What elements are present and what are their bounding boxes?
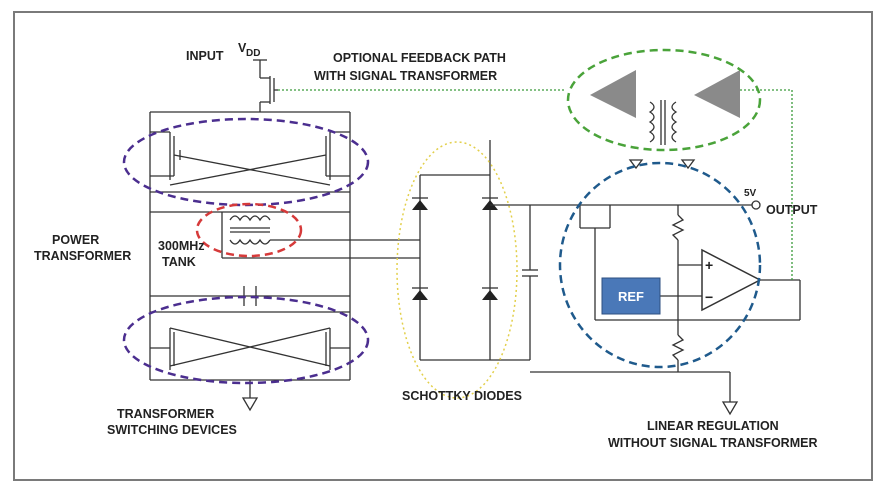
tank-highlight — [195, 202, 303, 258]
feedback-label-line1: OPTIONAL FEEDBACK PATH — [333, 51, 506, 65]
power-transformer-label-line2: TRANSFORMER — [34, 249, 131, 263]
lower-switch-highlight — [122, 295, 370, 385]
left-buffer-icon — [590, 70, 636, 118]
ground-icon — [241, 397, 259, 412]
linear-label-line1: LINEAR REGULATION — [647, 419, 779, 433]
linear-label-line2: WITHOUT SIGNAL TRANSFORMER — [608, 436, 817, 450]
opamp-icon — [701, 248, 762, 312]
input-switch — [253, 59, 278, 112]
schottky-highlight — [396, 141, 518, 399]
feedback-label-line2: WITH SIGNAL TRANSFORMER — [314, 69, 497, 83]
opamp-minus: − — [705, 289, 713, 305]
power-transformer — [221, 212, 420, 259]
feedback-path — [740, 89, 793, 280]
power-transformer-label-line1: POWER — [52, 233, 99, 247]
switching-label-line1: TRANSFORMER — [117, 407, 214, 421]
regulator-highlight — [558, 161, 762, 369]
right-buffer-icon — [694, 70, 740, 118]
resistor-icon — [671, 334, 685, 361]
signal-transformer-highlight — [566, 48, 762, 152]
diode-icon — [482, 290, 498, 300]
output-label: OUTPUT — [766, 203, 818, 217]
lower-switch-pair — [149, 286, 351, 412]
schottky-label: SCHOTTKY DIODES — [402, 389, 522, 403]
tank-label-line2: TANK — [162, 255, 196, 269]
vdd-subscript: DD — [246, 48, 260, 59]
resistor-icon — [671, 214, 685, 241]
opamp-plus: + — [705, 257, 713, 273]
signal-transformer — [590, 70, 740, 170]
switching-label-line2: SWITCHING DEVICES — [107, 423, 237, 437]
voltage-label: 5V — [744, 188, 757, 199]
diagram-frame — [13, 11, 873, 481]
linear-regulator: + − REF — [530, 200, 801, 416]
input-label: INPUT — [186, 49, 224, 63]
diode-icon — [412, 200, 428, 210]
ground-icon — [721, 401, 739, 416]
ground-icon — [628, 159, 644, 170]
output-terminal — [751, 200, 761, 210]
vdd-label: V — [238, 41, 247, 55]
ref-block — [601, 277, 661, 315]
ground-icon — [680, 159, 696, 170]
ref-label: REF — [618, 289, 644, 304]
tank-label-line1: 300MHz — [158, 239, 205, 253]
schottky-bridge — [412, 140, 538, 361]
diode-icon — [412, 290, 428, 300]
upper-switch-pair — [149, 111, 351, 296]
